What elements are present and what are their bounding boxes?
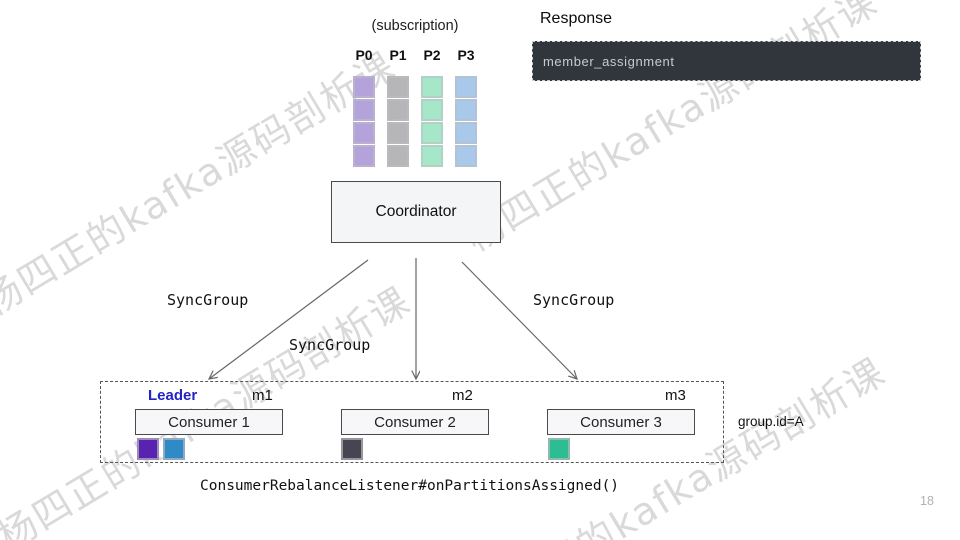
partition-cell-p3 [455,76,477,98]
coordinator-box: Coordinator [331,181,501,243]
consumer-3-box: Consumer 3 [547,409,695,435]
member-assignment-text: member_assignment [543,53,675,69]
group-id-label: group.id=A [738,414,804,429]
assigned-partition-square [137,438,159,460]
consumer-2-box: Consumer 2 [341,409,489,435]
partition-cell-p0 [353,145,375,167]
arrow-to-consumer1 [209,259,369,379]
member-id-m1: m1 [252,387,273,404]
partition-headers: P0 P1 P2 P3 [353,47,477,63]
partition-header-p0: P0 [355,47,373,63]
syncgroup-label-right: SyncGroup [533,291,615,309]
arrow-to-consumer3 [461,261,577,379]
response-label: Response [540,10,613,27]
syncgroup-label-middle: SyncGroup [289,336,371,354]
consumer-1-assigned-partitions [137,438,185,460]
assigned-partition-square [341,438,363,460]
partition-header-p1: P1 [389,47,407,63]
subscription-grid [353,76,477,167]
partition-cell-p2 [421,122,443,144]
member-id-m2: m2 [452,387,473,404]
subscription-label: (subscription) [371,18,459,34]
assigned-partition-square [548,438,570,460]
partition-cell-p1 [387,122,409,144]
page-number: 18 [920,494,934,508]
consumer-3-assigned-partitions [548,438,570,460]
assigned-partition-square [163,438,185,460]
syncgroup-label-left: SyncGroup [167,291,249,309]
partition-cell-p3 [455,99,477,121]
watermark: 杨四正的kafka源码剖析课 [457,0,886,261]
partition-cell-p0 [353,99,375,121]
partition-cell-p2 [421,99,443,121]
partition-cell-p2 [421,145,443,167]
partition-cell-p1 [387,99,409,121]
partition-cell-p1 [387,145,409,167]
partition-header-p2: P2 [423,47,441,63]
partition-cell-p2 [421,76,443,98]
member-assignment-box: member_assignment [532,41,921,81]
consumer-group-box [100,381,724,463]
partition-cell-p3 [455,145,477,167]
member-id-m3: m3 [665,387,686,404]
consumer-2-assigned-partitions [341,438,363,460]
consumer-1-box: Consumer 1 [135,409,283,435]
partition-cell-p0 [353,76,375,98]
partition-cell-p1 [387,76,409,98]
partition-header-p3: P3 [457,47,475,63]
partition-cell-p0 [353,122,375,144]
rebalance-callback-label: ConsumerRebalanceListener#onPartitionsAs… [200,478,620,494]
leader-label: Leader [148,387,198,404]
partition-cell-p3 [455,122,477,144]
